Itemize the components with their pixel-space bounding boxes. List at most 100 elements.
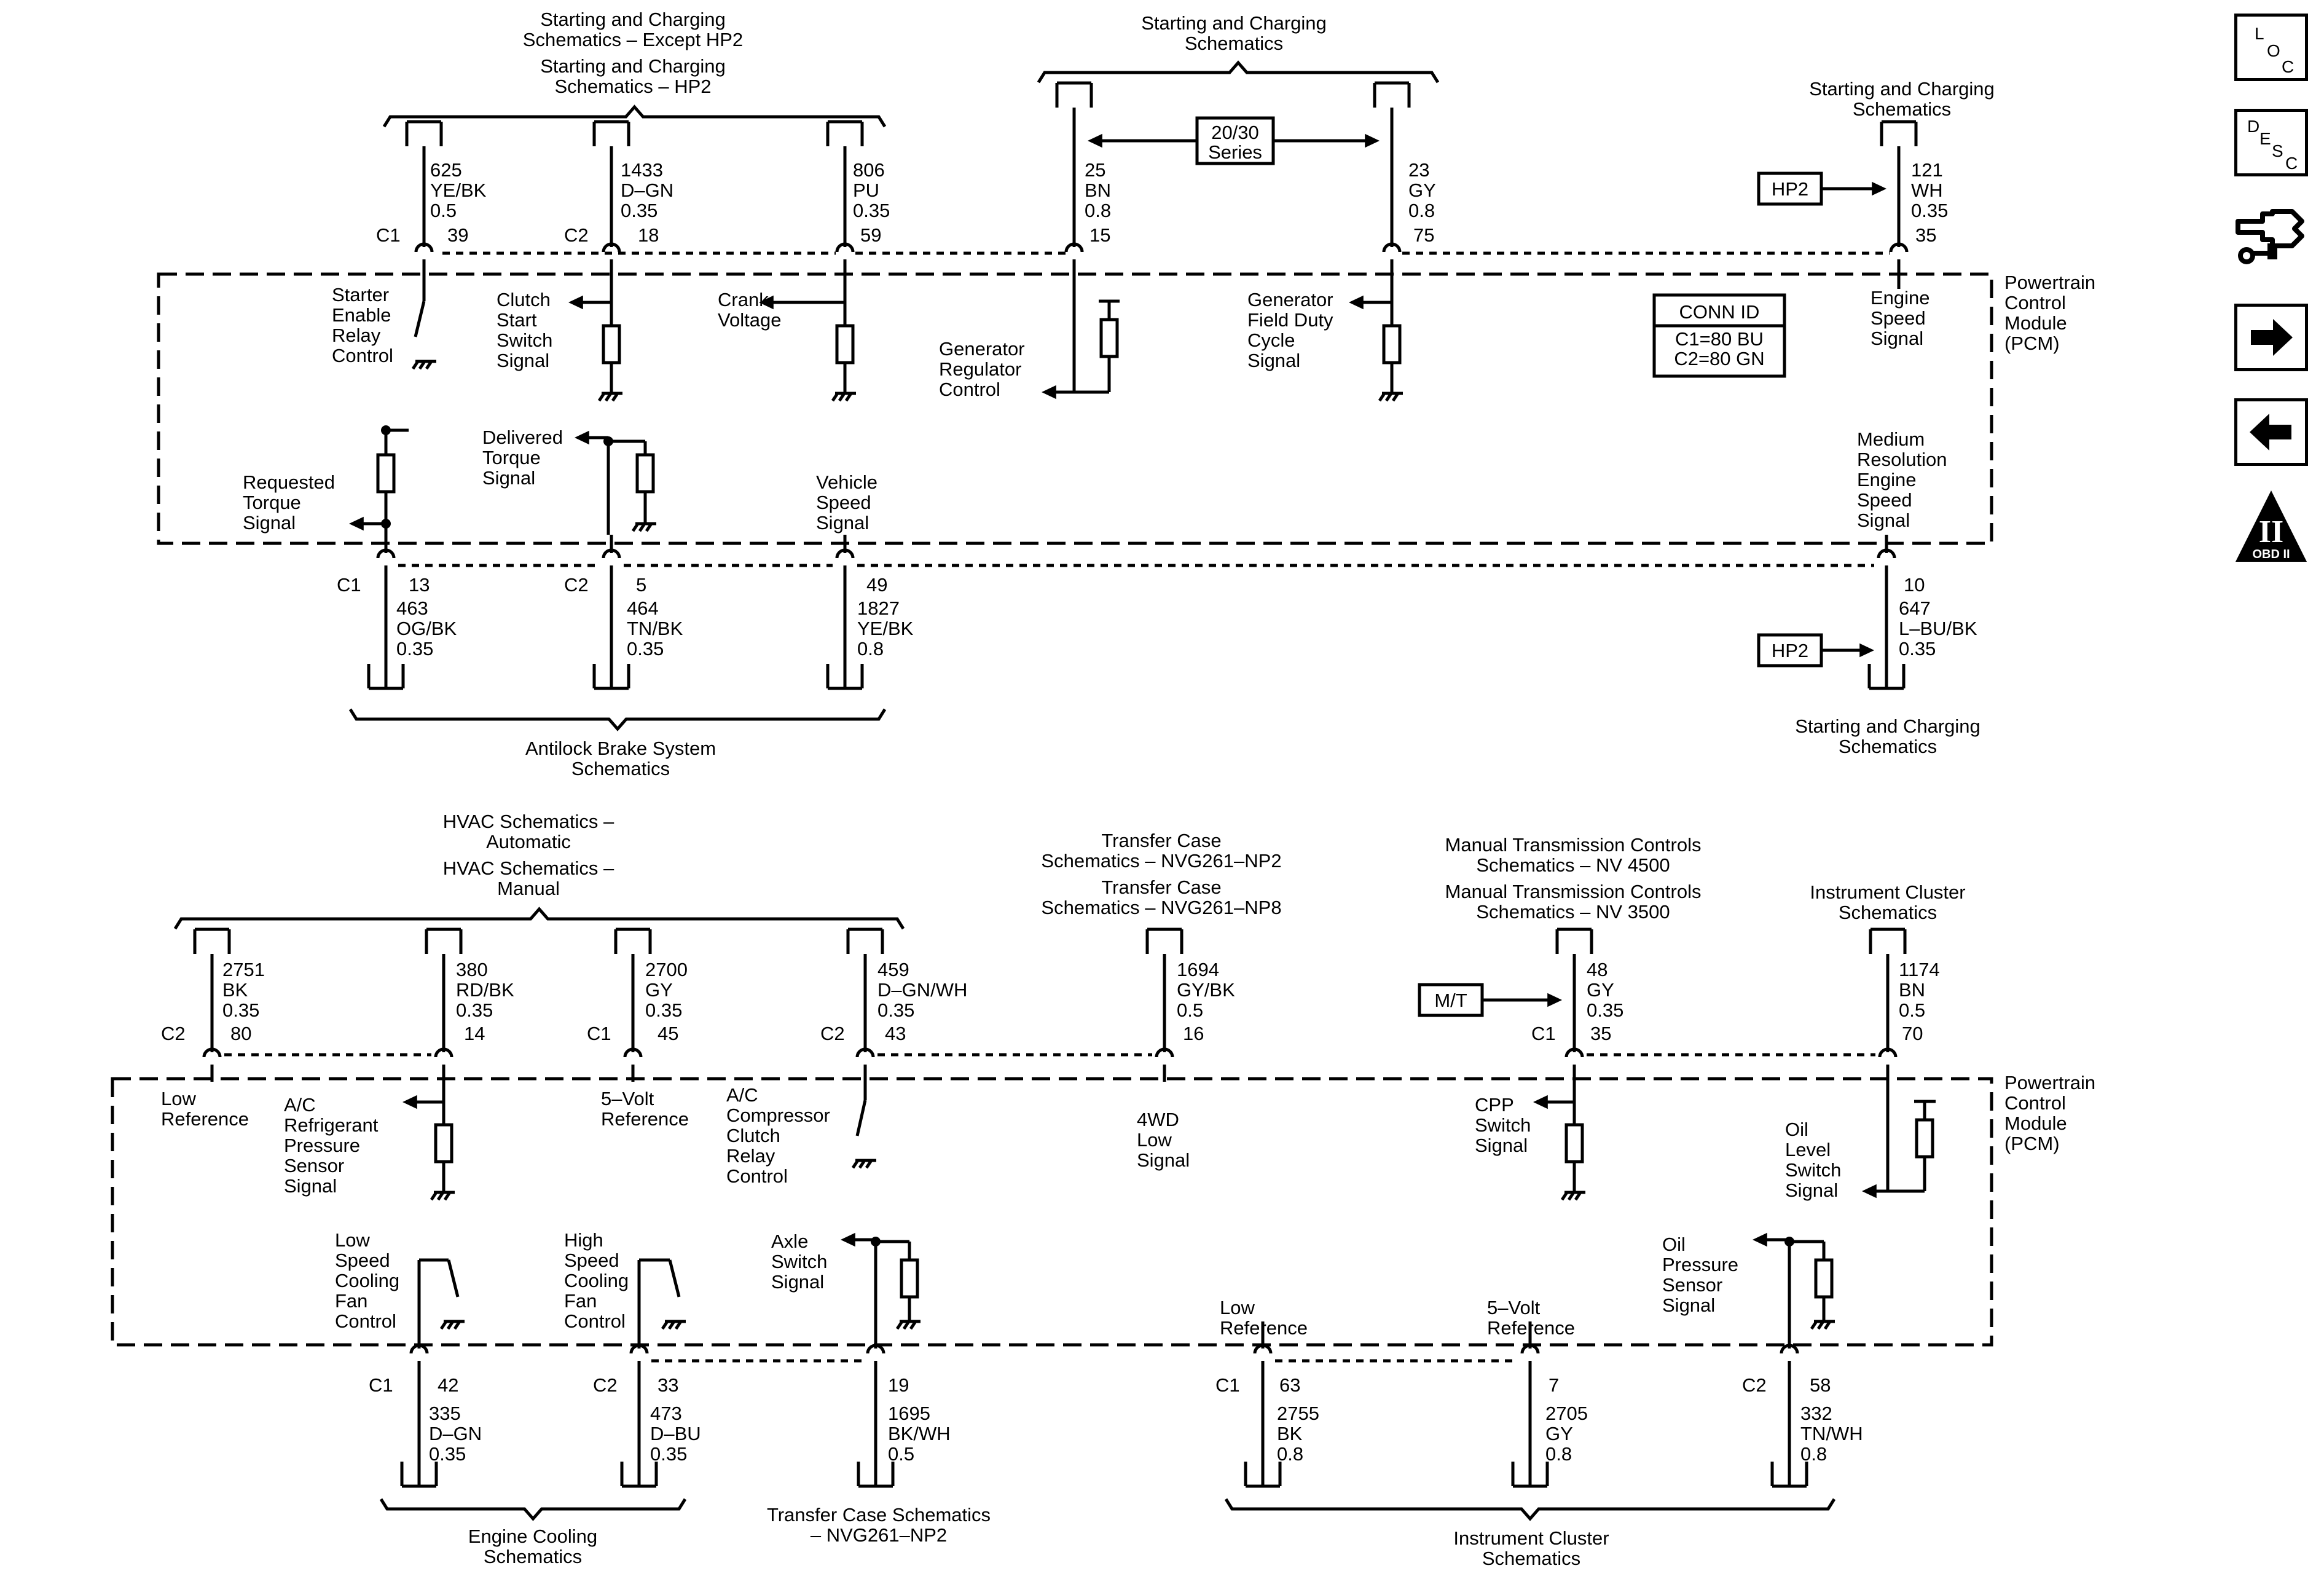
engine-speed-label-line: Engine (1871, 287, 1930, 309)
wire-1694-gauge: 0.5 (1177, 999, 1203, 1021)
series-box-text: Series (1208, 141, 1262, 163)
ac-comp-ground-hatch (865, 1159, 873, 1169)
obd-numeral: II (2259, 514, 2283, 549)
obd-ii-button[interactable]: II OBD II (2234, 489, 2308, 567)
oil-press-dot (1784, 1237, 1794, 1246)
series-box-text: 20/30 (1211, 122, 1259, 143)
conn-id-box-text: CONN ID (1679, 301, 1760, 323)
ec-title: Schematics (484, 1546, 582, 1567)
cpp-ground-hatch (1567, 1191, 1576, 1201)
wire-463-gauge: 0.35 (396, 638, 433, 660)
terminal-bottom-2 (835, 548, 855, 559)
gen-field-label-line: Signal (1247, 350, 1300, 371)
terminal-c-0 (409, 1344, 429, 1354)
conn-c1-label: C1 (376, 224, 401, 246)
five-v-label-line: 5–Volt (601, 1088, 654, 1109)
bottom-right-title: Schematics (1839, 736, 1937, 757)
pin-42: 42 (438, 1374, 458, 1396)
pcm-name-top-line: Module (2004, 312, 2067, 334)
pcm-boundary-top (157, 272, 1993, 545)
conn-c-c2b: C2 (1742, 1374, 1767, 1396)
high-fan-label-line: Cooling (564, 1270, 629, 1291)
repair-button[interactable] (2234, 203, 2308, 270)
med-res-label-line: Signal (1857, 510, 1910, 531)
del-torque-ground-hatch (631, 522, 640, 532)
terminal-bottom-3 (1877, 548, 1896, 559)
terminal-b-top-6 (1878, 1047, 1898, 1058)
series-arrow-right-head (1365, 133, 1380, 148)
wire-2700-color: GY (645, 979, 673, 1001)
wire-464-circuit: 464 (627, 597, 659, 619)
low-fan-switch (447, 1259, 460, 1297)
veh-speed-label-line: Vehicle (816, 471, 877, 493)
low-ref-label-line: Reference (161, 1108, 249, 1130)
obd-ii-triangle-icon: II OBD II (2236, 490, 2307, 562)
engine-speed-label-line: Speed (1871, 307, 1926, 329)
pin-14: 14 (464, 1023, 485, 1044)
wire-2751-gauge: 0.35 (222, 999, 259, 1021)
wire-48-color: GY (1587, 979, 1614, 1001)
gen-field-arrow-head (1349, 295, 1364, 310)
terminal-bottom-1 (602, 548, 621, 559)
wire-1827-gauge: 0.8 (857, 638, 884, 660)
wire-464-color: TN/BK (627, 618, 683, 639)
ic-title: Schematics (1839, 902, 1937, 923)
wire-2705-gauge: 0.8 (1545, 1443, 1572, 1465)
hp2-arrow-top-head (1872, 181, 1886, 196)
del-torque-arrow-head (575, 430, 589, 445)
axle-dot (871, 1237, 881, 1246)
ac-ref-label-line: A/C (284, 1094, 316, 1116)
gen-reg-resistor (1099, 318, 1119, 358)
group-left-brace (382, 104, 887, 128)
tc-bottom-title: – NVG261–NP2 (811, 1524, 947, 1546)
fourwd-label-line: 4WD (1137, 1109, 1179, 1130)
ac-comp-label-line: Compressor (726, 1105, 830, 1126)
connector-wrench-icon (2236, 209, 2304, 264)
group-left-title: Starting and Charging (540, 9, 726, 30)
series-box-box (1195, 116, 1275, 165)
pin-43: 43 (885, 1023, 906, 1044)
group-left-title: Starting and Charging (540, 55, 726, 77)
pin-58: 58 (1810, 1374, 1831, 1396)
loc-letter-l: L (2255, 24, 2264, 43)
wire-2705-color: GY (1545, 1423, 1573, 1444)
pcm-boundary-bottom (111, 1077, 1993, 1347)
hvac-title: Automatic (486, 831, 571, 853)
ac-comp-label-line: Relay (726, 1145, 775, 1167)
ec-title: Engine Cooling (468, 1526, 597, 1547)
wire-2755-gauge: 0.8 (1277, 1443, 1303, 1465)
description-button[interactable]: D E S C (2234, 109, 2308, 176)
axle-label-line: Switch (771, 1251, 827, 1272)
desc-letter-e: E (2259, 129, 2271, 148)
wire-463-color: OG/BK (396, 618, 457, 639)
wire-380-gauge: 0.35 (456, 999, 493, 1021)
tc-title: Schematics – NVG261–NP2 (1041, 850, 1281, 872)
low-fan-label-line: Fan (335, 1290, 367, 1312)
crank-label-line: Voltage (718, 309, 781, 331)
wire-1695-circuit: 1695 (888, 1403, 930, 1424)
terminal-c-1 (629, 1344, 649, 1354)
axle-label-line: Axle (771, 1231, 808, 1252)
wire-332-circuit: 332 (1800, 1403, 1832, 1424)
oil-press-label-line: Oil (1662, 1234, 1686, 1255)
previous-page-button[interactable] (2234, 398, 2308, 466)
pcm-name-bottom-line: Module (2004, 1112, 2067, 1134)
wire-23-color: GY (1408, 179, 1436, 201)
terminal-c-2 (866, 1344, 885, 1354)
engine-speed-label-line: Signal (1871, 328, 1923, 349)
crank-ground-hatch (838, 392, 846, 402)
mt-title: Manual Transmission Controls (1445, 834, 1702, 856)
terminal-bottom-0 (376, 548, 396, 559)
wire-48-gauge: 0.35 (1587, 999, 1623, 1021)
conn-id-c2: C2=80 GN (1674, 348, 1764, 369)
low-fan-label-line: Speed (335, 1250, 390, 1271)
clutch-label-line: Signal (497, 350, 549, 371)
ac-ref-label-line: Sensor (284, 1155, 344, 1176)
ac-ref-label-line: Refrigerant (284, 1114, 379, 1136)
mt-box-text: M/T (1434, 990, 1467, 1011)
pin-10: 10 (1904, 574, 1925, 596)
next-page-button[interactable] (2234, 304, 2308, 371)
crank-ground-hatch (844, 392, 853, 402)
location-button[interactable]: L O C (2234, 14, 2308, 81)
wire-332-gauge: 0.8 (1800, 1443, 1827, 1465)
